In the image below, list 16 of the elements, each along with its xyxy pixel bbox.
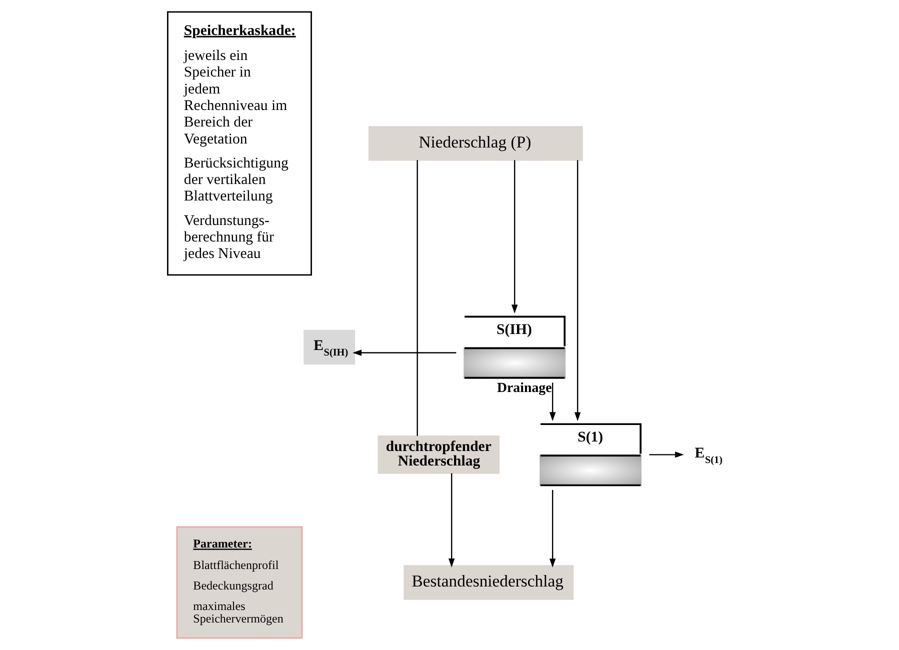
node-box: Parameter: Blattflächenprofil Bedeckungsgrad maximales Speichervermögen (176, 526, 302, 639)
arrow (448, 473, 454, 568)
node-text: E$_{S(1)}$ (694, 445, 722, 466)
node-box: E$_{S(IH)}$ (303, 330, 355, 365)
arrow (511, 160, 518, 314)
arrow (574, 160, 580, 422)
node-box: Bestandesniederschlag (403, 565, 574, 600)
node-box: Speicherkaskade: jeweils ein Speicher in jedem Rechenniveau im Bereich der Vegetation Berücksichtigung der vertikalen Blattverteilung Verdunstungs- berechnung für jedes Niveau (166, 11, 312, 276)
node-box: durchtropfender Niederschlag (377, 435, 500, 474)
arrow (548, 490, 556, 568)
edge-label: Drainage (496, 381, 552, 396)
connector (416, 160, 418, 436)
arrow (352, 350, 456, 356)
node-box: Niederschlag (P) (368, 126, 582, 161)
arrow (548, 382, 556, 422)
arrow (648, 452, 684, 458)
